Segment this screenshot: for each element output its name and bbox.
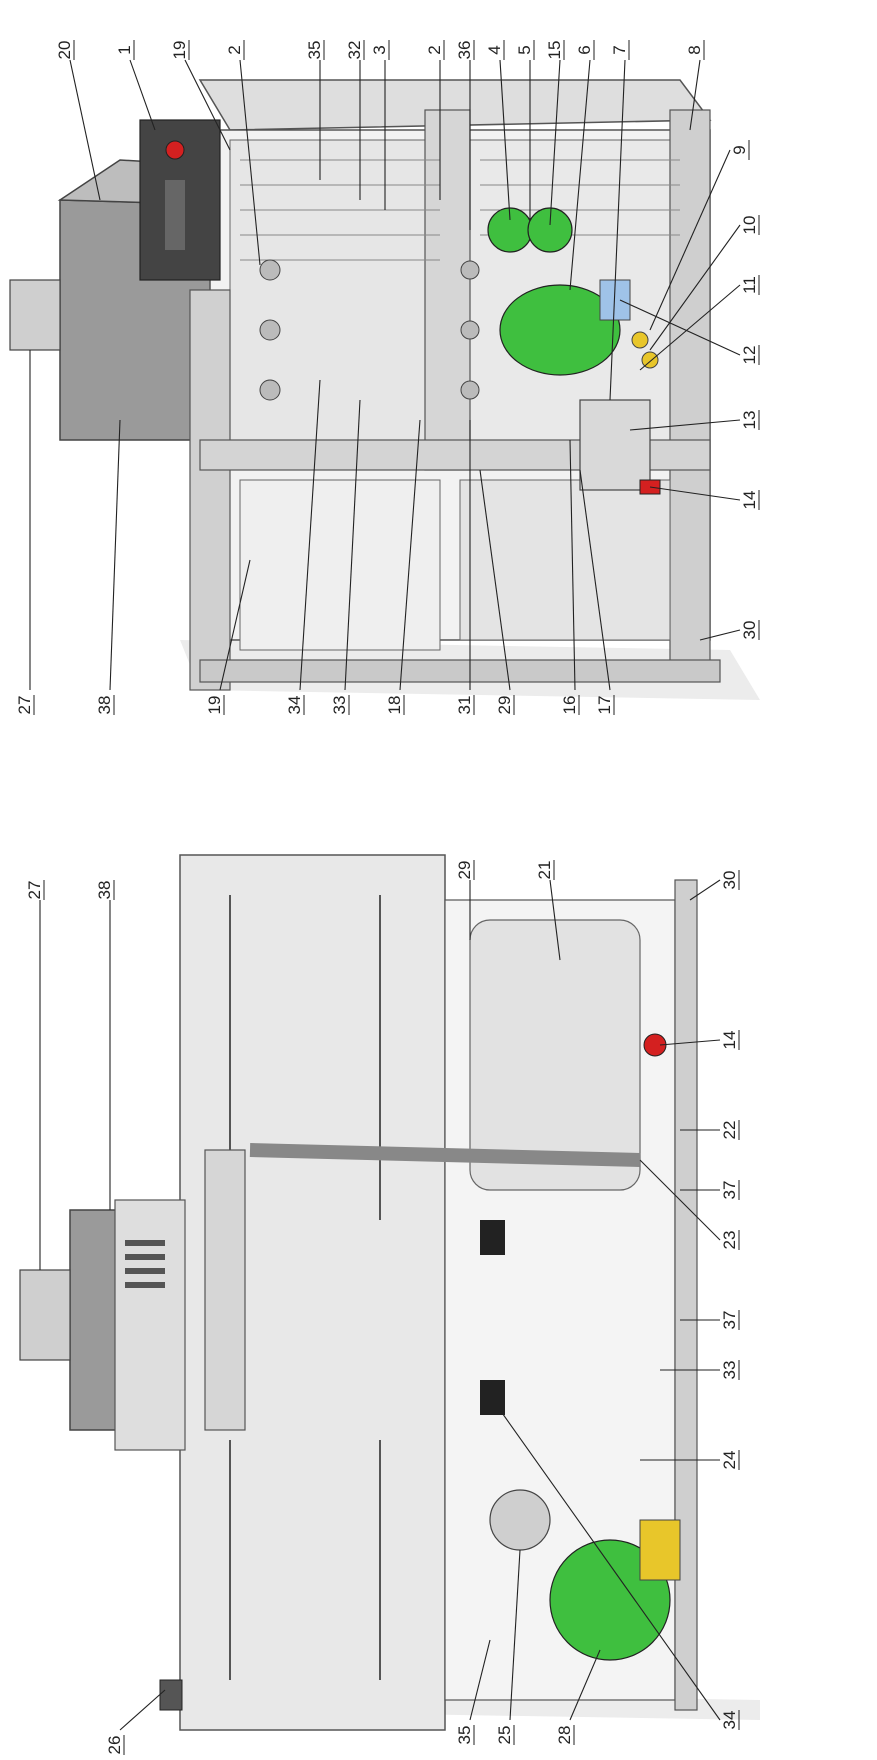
top-callout-1: 19 — [170, 41, 189, 60]
bottom-callout-2: 25 — [495, 1726, 514, 1745]
top-callout-14: 9 — [730, 145, 749, 154]
top-callout-30: 27 — [15, 696, 34, 715]
bottom-callout-15: 38 — [95, 881, 114, 900]
bottom-callout-4: 34 — [720, 1711, 739, 1730]
control-box-bottom — [114, 1199, 186, 1711]
top-callout-10: 15 — [545, 41, 564, 60]
bottom-callout-12: 21 — [535, 861, 554, 880]
top-callout-8: 4 — [485, 45, 504, 54]
bottom-view-labels: 26 35 25 28 34 24 37 33 23 37 22 14 21 29 30 38 27 — [25, 860, 740, 1755]
bottom-callout-7: 33 — [720, 1361, 739, 1380]
drain-pipe-bottom — [249, 1143, 641, 1167]
pump-bottom — [489, 1489, 551, 1551]
top-callout-9: 5 — [515, 45, 534, 54]
top-callout-20: 30 — [740, 621, 759, 640]
bottom-callout-5: 24 — [720, 1451, 739, 1470]
top-callout-22: 16 — [560, 696, 579, 715]
bottom-callout-16: 27 — [25, 881, 44, 900]
yellow-fitting-bottom — [639, 1519, 681, 1581]
top-callout-13: 8 — [685, 45, 704, 54]
pump-group-top — [487, 207, 661, 495]
top-callout-0: 1 — [115, 45, 134, 54]
power-socket-bottom — [159, 1679, 183, 1711]
exhaust-pipe-top — [9, 279, 61, 351]
top-callout-11: 6 — [575, 45, 594, 54]
top-callout-28: 19 — [205, 696, 224, 715]
bottom-callout-1: 35 — [455, 1726, 474, 1745]
top-callout-3: 35 — [305, 41, 324, 60]
top-callout-25: 18 — [385, 696, 404, 715]
top-callout-15: 10 — [740, 216, 759, 235]
emergency-stop-icon — [165, 140, 185, 160]
control-panel-top — [139, 119, 221, 281]
top-view: 1192353232364515678910111213143017162931… — [9, 40, 760, 715]
exhaust-pipe-bottom — [19, 1269, 71, 1361]
bottom-callout-6: 37 — [720, 1311, 739, 1330]
bottom-callout-13: 29 — [455, 861, 474, 880]
bottom-leader-lines — [39, 879, 721, 1731]
top-callout-17: 12 — [740, 346, 759, 365]
top-callout-5: 3 — [370, 45, 389, 54]
top-callout-7: 36 — [455, 41, 474, 60]
top-callout-12: 7 — [610, 45, 629, 54]
top-callout-4: 32 — [345, 41, 364, 60]
top-callout-31: 20 — [55, 41, 74, 60]
top-callout-26: 33 — [330, 696, 349, 715]
bottom-callout-11: 14 — [720, 1031, 739, 1050]
bottom-callout-3: 28 — [555, 1726, 574, 1745]
bottom-callout-14: 30 — [720, 871, 739, 890]
black-box-1 — [480, 1220, 505, 1255]
black-box-2 — [480, 1380, 505, 1415]
top-callout-19: 14 — [740, 491, 759, 510]
main-frame-top — [189, 79, 721, 691]
top-callout-6: 2 — [425, 45, 444, 54]
top-callout-18: 13 — [740, 411, 759, 430]
bottom-callout-0: 26 — [105, 1736, 124, 1755]
top-callout-2: 2 — [225, 45, 244, 54]
electric-box-top — [579, 399, 651, 491]
top-callout-29: 38 — [95, 696, 114, 715]
top-callout-24: 31 — [455, 696, 474, 715]
bottom-callout-10: 22 — [720, 1121, 739, 1140]
bottom-callout-9: 37 — [720, 1181, 739, 1200]
top-callout-21: 17 — [595, 696, 614, 715]
bottom-callout-8: 23 — [720, 1231, 739, 1250]
bottom-view: 26 35 25 28 34 24 37 33 23 37 22 14 21 29 30 38 27 — [19, 854, 760, 1755]
top-callout-16: 11 — [740, 276, 759, 294]
top-leader-lines — [29, 59, 741, 691]
top-callout-23: 29 — [495, 696, 514, 715]
top-callout-27: 34 — [285, 696, 304, 715]
